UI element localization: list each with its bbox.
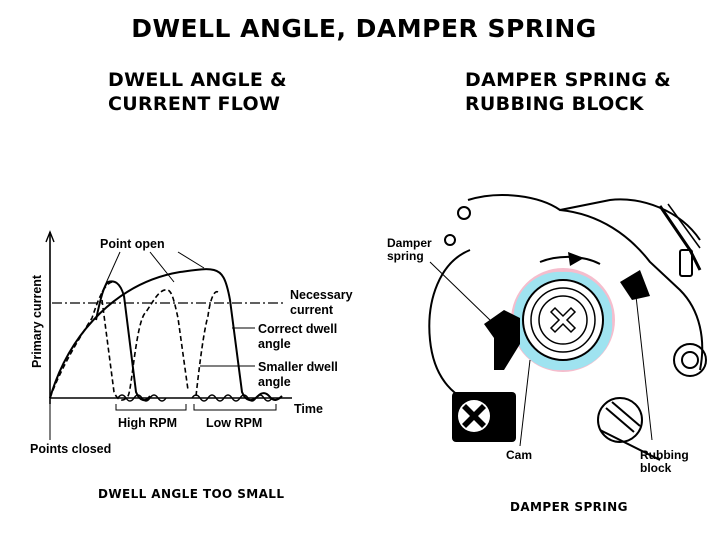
correct-dwell-label: Correct dwell angle — [258, 322, 337, 352]
damper-spring-label: Damper spring — [387, 237, 432, 263]
left-panel-title-line1: DWELL ANGLE & — [108, 69, 287, 91]
left-panel-caption: DWELL ANGLE TOO SMALL — [98, 487, 285, 501]
necessary-current-label: Necessary current — [290, 288, 353, 318]
rubbing-block-label-line1: Rubbing — [640, 448, 689, 462]
damper-spring-label-line2: spring — [387, 249, 424, 263]
x-axis-label: Time — [294, 402, 323, 416]
low-rpm-label: Low RPM — [206, 416, 263, 430]
damper-spring-shape — [484, 310, 520, 370]
right-panel-title-line2: RUBBING BLOCK — [465, 93, 644, 115]
base-plate-outline — [467, 194, 701, 241]
diagram-leaders — [429, 261, 653, 447]
slide-title: DWELL ANGLE, DAMPER SPRING — [131, 14, 597, 43]
point-open-label: Point open — [100, 237, 165, 251]
rubbing-block-shape — [620, 270, 650, 300]
high-rpm-ripple — [117, 394, 167, 402]
right-panel-title: DAMPER SPRING & RUBBING BLOCK — [465, 68, 671, 116]
right-panel-title-line1: DAMPER SPRING & — [465, 69, 672, 91]
smaller-dwell-label: Smaller dwell angle — [258, 360, 338, 390]
screw-plate — [452, 392, 516, 442]
damper-spring-label-line1: Damper — [387, 236, 432, 250]
cam-assembly — [511, 252, 615, 372]
graph-leaders — [101, 251, 255, 367]
smaller-dwell-label-line2: angle — [258, 375, 291, 389]
cam-label: Cam — [506, 448, 533, 462]
necessary-current-label-line2: current — [290, 303, 334, 317]
high-rpm-bracket — [115, 404, 187, 411]
right-panel-caption: DAMPER SPRING — [510, 500, 628, 514]
high-rpm-label: High RPM — [118, 416, 178, 430]
left-panel-title-line2: CURRENT FLOW — [108, 93, 281, 115]
rubbing-block-label: Rubbing block — [640, 449, 689, 475]
low-rpm-bracket — [193, 404, 277, 411]
necessary-current-label-line1: Necessary — [290, 288, 353, 302]
correct-dwell-label-line2: angle — [258, 337, 291, 351]
correct-dwell-label-line1: Correct dwell — [258, 322, 338, 336]
left-panel-title: DWELL ANGLE & CURRENT FLOW — [108, 68, 287, 116]
graph-axes — [45, 230, 292, 440]
correct-dwell-curve — [49, 268, 283, 402]
smaller-dwell-curve — [49, 281, 219, 401]
low-rpm-ripple — [191, 394, 273, 402]
rotation-arrow-icon — [568, 252, 584, 266]
rubbing-block-label-line2: block — [640, 461, 672, 475]
points-closed-label: Points closed — [30, 442, 112, 456]
smaller-dwell-label-line1: Smaller dwell — [258, 360, 338, 374]
